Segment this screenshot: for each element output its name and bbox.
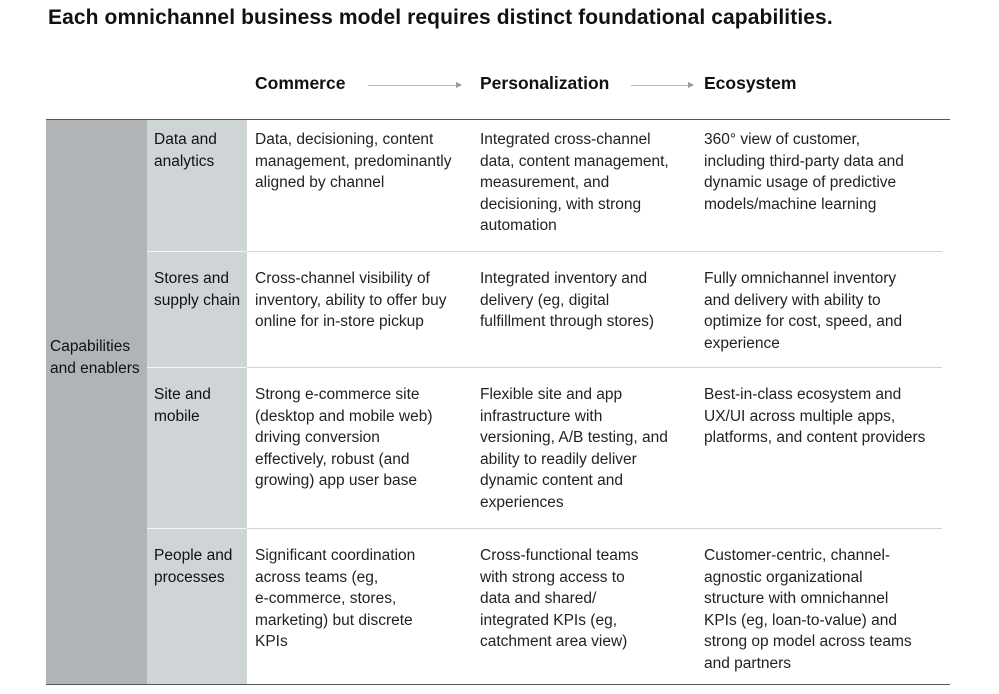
cell-line: UX/UI across multiple apps,	[704, 407, 896, 425]
cell-line: KPIs	[255, 633, 288, 651]
cell-line: aligned by channel	[255, 174, 385, 192]
cell-line: Integrated inventory and	[480, 270, 648, 287]
cell-ecosystem: Fully omnichannel inventory and delivery…	[704, 268, 902, 354]
cell-ecosystem: Best-in-class ecosystem and UX/UI across…	[704, 384, 925, 449]
cell-line: including third-party data and	[704, 152, 904, 170]
cell-line: driving conversion	[255, 429, 380, 447]
cell-line: 360° view of customer,	[704, 131, 861, 148]
cell-line: experiences	[480, 493, 564, 511]
arrow-right-icon	[368, 82, 462, 88]
cell-commerce: Strong e-commerce site (desktop and mobi…	[255, 384, 433, 492]
row-label-stores-supply-chain: Stores and supply chain	[154, 270, 241, 309]
row-label-divider	[147, 367, 247, 368]
cell-personalization: Flexible site and app infrastructure wit…	[480, 384, 668, 514]
cell-line: e-commerce, stores,	[255, 590, 397, 608]
cell-line: models/machine learning	[704, 195, 877, 213]
page-title: Each omnichannel business model requires…	[48, 6, 833, 29]
cell-line: Customer-centric, channel-	[704, 547, 891, 564]
cell-commerce: Cross-channel visibility of inventory, a…	[255, 268, 447, 333]
cell-line: data and shared/	[480, 590, 597, 608]
cell-line: across teams (eg,	[255, 568, 379, 586]
cell-line: decisioning, with strong	[480, 195, 642, 213]
cell-line: delivery (eg, digital	[480, 291, 610, 309]
cell-line: measurement, and	[480, 174, 610, 192]
row-label-site-mobile: Site and mobile	[154, 386, 211, 425]
cell-line: fulfillment through stores)	[480, 313, 655, 331]
row-divider	[247, 251, 942, 252]
cell-line: Data, decisioning, content	[255, 131, 434, 148]
group-label: Capabilities and enablers	[50, 338, 140, 377]
cell-line: online for in-store pickup	[255, 313, 424, 331]
row-label-data-analytics: Data and analytics	[154, 131, 217, 170]
table-top-rule	[46, 119, 950, 120]
cell-line: infrastructure with	[480, 407, 603, 425]
cell-line: dynamic usage of predictive	[704, 174, 897, 192]
cell-personalization: Integrated cross-channel data, content m…	[480, 129, 669, 237]
column-header-commerce: Commerce	[255, 73, 346, 93]
cell-line: ability to readily deliver	[480, 450, 637, 468]
cell-line: management, predominantly	[255, 152, 452, 170]
cell-line: Significant coordination	[255, 547, 416, 564]
cell-line: (desktop and mobile web)	[255, 407, 433, 425]
cell-line: Fully omnichannel inventory	[704, 270, 897, 287]
cell-line: Best-in-class ecosystem and	[704, 386, 902, 403]
row-label-people-processes: People and processes	[154, 547, 233, 586]
cell-commerce: Significant coordination across teams (e…	[255, 545, 415, 653]
cell-line: inventory, ability to offer buy	[255, 291, 447, 309]
cell-line: Cross-channel visibility of	[255, 270, 430, 287]
row-divider	[247, 528, 942, 529]
row-label-divider	[147, 528, 247, 529]
cell-ecosystem: 360° view of customer, including third-p…	[704, 129, 904, 215]
cell-personalization: Integrated inventory and delivery (eg, d…	[480, 268, 654, 333]
cell-line: strong op model across teams	[704, 633, 912, 651]
cell-line: KPIs (eg, loan-to-value) and	[704, 611, 897, 629]
group-band	[46, 120, 147, 684]
cell-line: Strong e-commerce site	[255, 386, 420, 403]
cell-line: versioning, A/B testing, and	[480, 429, 668, 447]
table-bottom-rule	[46, 684, 950, 685]
cell-line: marketing) but discrete	[255, 611, 413, 629]
cell-line: effectively, robust (and	[255, 450, 410, 468]
cell-line: experience	[704, 334, 780, 352]
cell-line: catchment area view)	[480, 633, 628, 651]
column-header-personalization: Personalization	[480, 73, 610, 93]
cell-commerce: Data, decisioning, content management, p…	[255, 129, 451, 194]
cell-line: Cross-functional teams	[480, 547, 639, 564]
cell-line: Flexible site and app	[480, 386, 623, 403]
cell-line: optimize for cost, speed, and	[704, 313, 903, 331]
cell-line: growing) app user base	[255, 472, 417, 490]
row-label-divider	[147, 251, 247, 252]
cell-line: platforms, and content providers	[704, 429, 926, 447]
cell-line: automation	[480, 217, 557, 235]
cell-line: agnostic organizational	[704, 568, 863, 586]
row-divider	[247, 367, 942, 368]
cell-line: structure with omnichannel	[704, 590, 889, 608]
cell-personalization: Cross-functional teams with strong acces…	[480, 545, 639, 653]
cell-line: data, content management,	[480, 152, 669, 170]
cell-line: with strong access to	[480, 568, 625, 586]
row-label-band	[147, 120, 247, 684]
cell-line: and partners	[704, 654, 792, 672]
arrow-right-icon	[631, 82, 694, 88]
cell-line: integrated KPIs (eg,	[480, 611, 617, 629]
cell-ecosystem: Customer-centric, channel- agnostic orga…	[704, 545, 912, 675]
cell-line: and delivery with ability to	[704, 291, 881, 309]
cell-line: dynamic content and	[480, 472, 624, 490]
column-header-ecosystem: Ecosystem	[704, 73, 797, 93]
cell-line: Integrated cross-channel	[480, 131, 651, 148]
